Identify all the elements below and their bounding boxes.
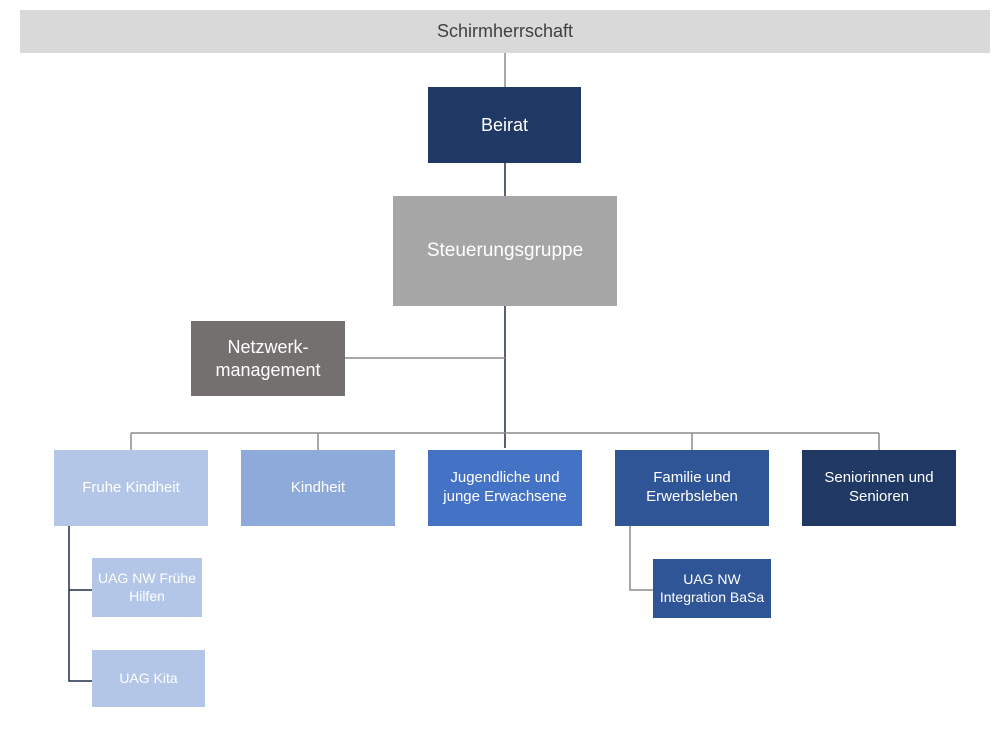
category-label: Fruhe Kindheit [82,479,180,498]
category-family-work: Familie und Erwerbsleben [615,450,769,526]
steering-group-box: Steuerungsgruppe [393,196,617,306]
subgroup-label: UAG NW Integration BaSa [660,571,764,606]
subgroup-label: UAG Kita [119,670,177,688]
subgroup-kita: UAG Kita [92,650,205,707]
category-label-line1: Familie und [653,469,731,487]
subgroup-integration-basa: UAG NW Integration BaSa [653,559,771,618]
category-childhood: Kindheit [241,450,395,526]
category-label: Kindheit [291,479,345,498]
network-management-label: Netzwerk- management [215,336,320,381]
category-seniors: Seniorinnen und Senioren [802,450,956,526]
category-label-line1: Jugendliche und [450,469,560,487]
category-label-line2: Senioren [848,488,910,505]
category-label-line1: Kindheit [290,478,346,496]
category-youth: Jugendliche und junge Erwachsene [428,450,582,526]
category-early-childhood: Fruhe Kindheit [54,450,208,526]
category-label-line2: junge Erwachsene [443,488,567,505]
network-management-line1: Netzwerk- [227,337,309,357]
steering-group-label: Steuerungsgruppe [426,240,584,262]
network-management-line2: management [215,359,321,380]
category-label-line2: Erwerbsleben [646,488,738,505]
category-label: Familie und Erwerbsleben [646,469,738,507]
category-label: Seniorinnen und Senioren [824,469,933,507]
subgroup-label: UAG NW Frühe Hilfen [98,570,196,605]
subgroup-label-line1: UAG NW Frühe [97,570,196,586]
category-label-line1: Seniorinnen und [824,469,934,487]
subgroup-label-line1: UAG Kita [119,669,178,686]
subgroup-early-help: UAG NW Frühe Hilfen [92,558,202,617]
network-management-box: Netzwerk- management [191,321,345,396]
connector-sub-basa [629,526,653,591]
patronage-bar: Schirmherrschaft [20,10,990,53]
connector-sub-kita [68,526,92,682]
patronage-label: Schirmherrschaft [436,21,574,42]
subgroup-label-line1: UAG NW [683,571,741,587]
category-label: Jugendliche und junge Erwachsene [443,469,566,507]
advisory-board-box: Beirat [428,87,581,163]
advisory-board-label: Beirat [480,114,529,135]
subgroup-label-line2: Integration BaSa [659,588,765,605]
category-label-line1: Fruhe Kindheit [82,478,180,496]
subgroup-label-line2: Hilfen [129,587,165,604]
